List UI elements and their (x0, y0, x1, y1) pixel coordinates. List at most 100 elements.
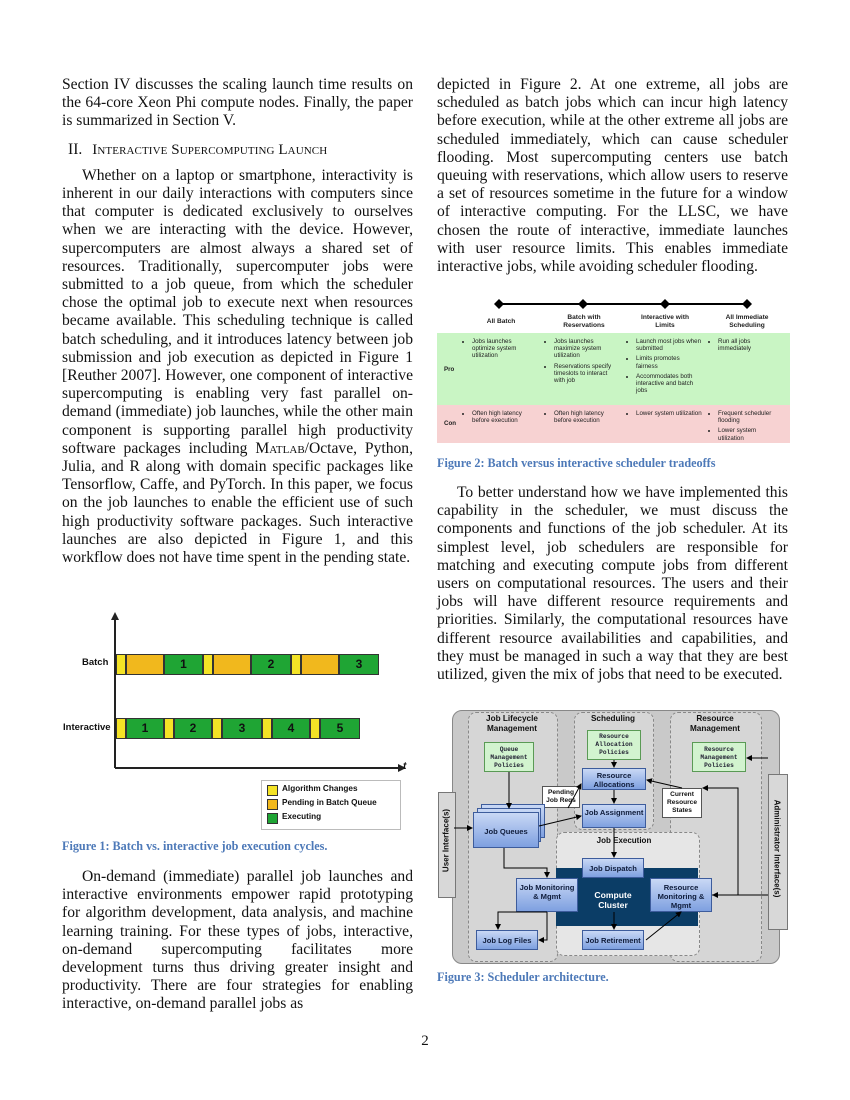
pending-segment (213, 654, 251, 675)
queue-policies: Queue Management Policies (484, 742, 534, 772)
legend-swatch (267, 813, 278, 824)
list-item: Lower system utilization (718, 427, 783, 441)
interactive-label: Interactive (63, 722, 111, 733)
pending-job-reqs-box: Pending Job Reqs (542, 786, 580, 808)
figure-1-caption: Figure 1: Batch vs. interactive job exec… (62, 839, 328, 853)
pro-cell: Jobs launches maximize system utilizatio… (545, 338, 619, 387)
resource-allocations-box: Resource Allocations (582, 768, 646, 790)
job-retirement-box: Job Retirement (582, 930, 644, 950)
section-title: Job Lifecycle Management (486, 714, 538, 733)
legend-swatch (267, 785, 278, 796)
right-column-middle: To better understand how we have impleme… (437, 484, 788, 684)
con-row (437, 405, 790, 443)
con-label: Con (444, 420, 457, 427)
pending-segment (301, 654, 339, 675)
list-item: Launch most jobs when submitted (636, 338, 703, 352)
executing-segment: 3 (222, 718, 262, 739)
algorithm-change-segment (262, 718, 272, 739)
pro-cell: Launch most jobs when submittedLimits pr… (627, 338, 703, 397)
resource-monitoring-box: Resource Monitoring & Mgmt (650, 878, 712, 912)
executing-segment: 1 (126, 718, 164, 739)
section-heading: II. Interactive Supercomputing Launch (62, 141, 413, 159)
user-interface-bar (438, 792, 456, 898)
algorithm-change-segment (212, 718, 222, 739)
algorithm-change-segment (164, 718, 174, 739)
figure-2: All Batch Batch with Reservations Intera… (437, 296, 790, 448)
admin-interface-label: Administrator Interface(s) (772, 799, 782, 898)
legend-label: Algorithm Changes (282, 784, 358, 793)
con-cell: Lower system utilization (627, 410, 703, 420)
column-header: Interactive with Limits (640, 314, 689, 329)
figure-1-legend: Algorithm Changes Pending in Batch Queue… (261, 780, 401, 830)
pending-segment (126, 654, 164, 675)
list-item: Run all jobs immediately (718, 338, 783, 352)
section-number: II. (68, 140, 83, 158)
list-item: Accommodates both interactive and batch … (636, 373, 703, 395)
list-item: Often high latency before execution (472, 410, 533, 424)
section-title: Scheduling (590, 714, 636, 723)
section-title: Resource Management (689, 714, 741, 733)
executing-segment: 2 (251, 654, 291, 675)
resource-policies: Resource Management Policies (692, 742, 746, 772)
algorithm-change-segment (116, 654, 126, 675)
con-cell: Often high latency before execution (463, 410, 533, 427)
figure-1: Batch Interactive t 1 2 3 1 2 3 4 5 Algo… (60, 610, 420, 830)
column-header: All Batch (486, 318, 516, 325)
page-number: 2 (421, 1033, 429, 1049)
left-column: Section IV discusses the scaling launch … (62, 76, 413, 567)
figure-3: Job Lifecycle Management Scheduling Reso… (438, 708, 790, 964)
executing-segment: 3 (339, 654, 379, 675)
job-queues-box: Job Queues (473, 812, 539, 848)
executing-segment: 5 (320, 718, 360, 739)
figure-3-caption: Figure 3: Scheduler architecture. (437, 970, 609, 984)
legend-label: Executing (282, 812, 322, 821)
allocation-policies: Resource Allocation Policies (587, 730, 641, 760)
batch-label: Batch (82, 657, 109, 668)
text-run: Whether on a laptop or smartphone, inter… (62, 166, 413, 457)
text-run: Matlab (255, 439, 305, 457)
executing-segment: 1 (164, 654, 203, 675)
paragraph: Whether on a laptop or smartphone, inter… (62, 167, 413, 567)
executing-segment: 4 (272, 718, 310, 739)
con-cell: Often high latency before execution (545, 410, 619, 427)
pro-cell: Jobs launches optimize system utilizatio… (463, 338, 533, 363)
pro-row (437, 333, 790, 405)
current-resource-states-box: Current Resource States (662, 788, 702, 818)
algorithm-change-segment (291, 654, 301, 675)
user-interface-label: User Interface(s) (441, 808, 451, 873)
right-column: depicted in Figure 2. At one extreme, al… (437, 76, 788, 276)
list-item: Lower system utilization (636, 410, 703, 417)
algorithm-change-segment (203, 654, 213, 675)
algorithm-change-segment (310, 718, 320, 739)
pro-label: Pro (444, 366, 455, 373)
text-run: /Octave, Python, Julia, and R along with… (62, 439, 413, 567)
executing-segment: 2 (174, 718, 212, 739)
list-item: Limits promotes fairness (636, 355, 703, 369)
figure-2-arrow (494, 299, 752, 309)
paragraph: To better understand how we have impleme… (437, 484, 788, 684)
legend-label: Pending in Batch Queue (282, 798, 377, 807)
con-cell: Frequent scheduler floodingLower system … (709, 410, 783, 445)
time-axis-label: t (403, 761, 407, 772)
left-column-bottom: On-demand (immediate) parallel job launc… (62, 868, 413, 1014)
job-execution-label: Job Execution (596, 836, 652, 845)
list-item: Reservations specify timeslots to intera… (554, 363, 619, 385)
job-monitoring-box: Job Monitoring & Mgmt (516, 878, 578, 912)
job-log-files-box: Job Log Files (476, 930, 538, 950)
job-dispatch-box: Job Dispatch (582, 858, 644, 878)
paragraph: depicted in Figure 2. At one extreme, al… (437, 76, 788, 276)
legend-swatch (267, 799, 278, 810)
figure-2-caption: Figure 2: Batch versus interactive sched… (437, 456, 716, 470)
list-item: Often high latency before execution (554, 410, 619, 424)
list-item: Jobs launches optimize system utilizatio… (472, 338, 533, 360)
section-title: Interactive Supercomputing Launch (92, 141, 328, 158)
figure-1-axes (111, 612, 406, 772)
compute-cluster-label: Compute Cluster (594, 890, 632, 910)
paragraph: Section IV discusses the scaling launch … (62, 76, 413, 130)
list-item: Jobs launches maximize system utilizatio… (554, 338, 619, 360)
paragraph: On-demand (immediate) parallel job launc… (62, 868, 413, 1013)
list-item: Frequent scheduler flooding (718, 410, 783, 424)
job-assignment-box: Job Assignment (582, 804, 646, 828)
algorithm-change-segment (116, 718, 126, 739)
column-header: All Immediate Scheduling (725, 314, 769, 329)
